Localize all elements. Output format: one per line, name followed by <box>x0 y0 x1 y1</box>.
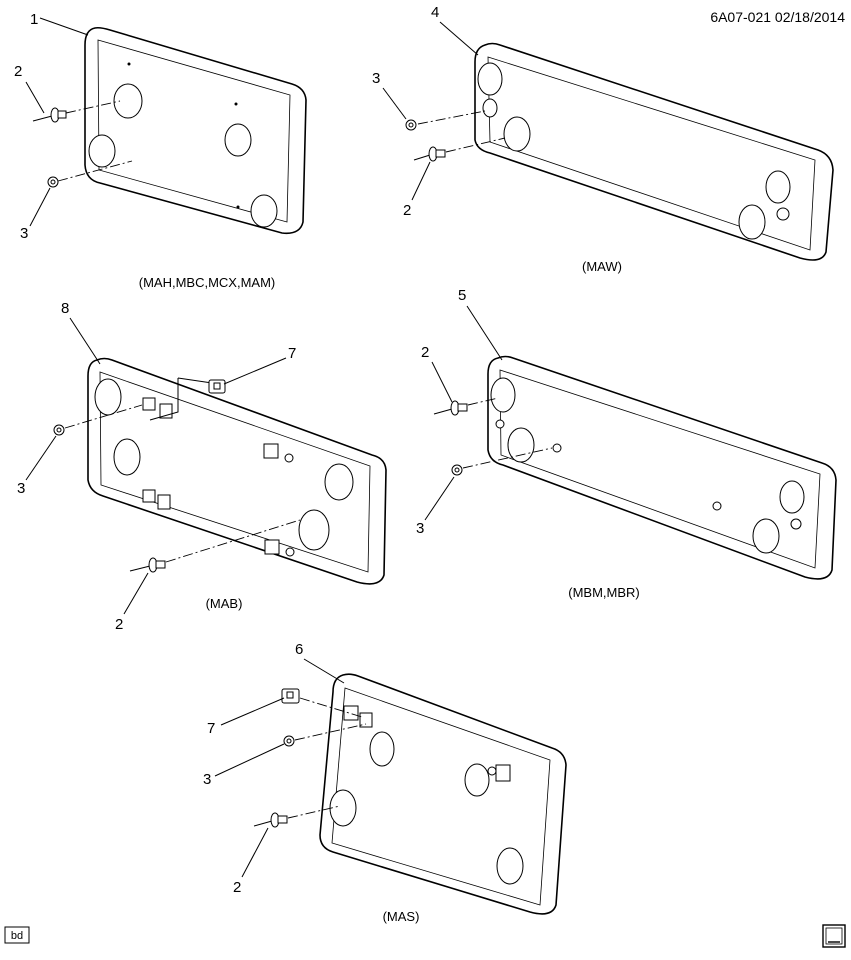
callout-7: 7 <box>288 345 296 362</box>
callout-7: 7 <box>207 720 215 737</box>
callout-3: 3 <box>20 225 28 242</box>
callout-3: 3 <box>17 480 25 497</box>
view-mas: 6 7 3 2 (MAS) <box>203 641 567 924</box>
view-mab: 8 7 3 2 (MAB) <box>17 300 387 633</box>
clip-fastener <box>208 379 226 394</box>
caption-view-8: (MAB) <box>206 596 243 611</box>
view-mah-mbc-mcx-mam: 1 2 3 (MAH,MBC,MCX,MAM) <box>14 11 307 290</box>
push-pin-fastener <box>413 146 446 162</box>
badge-label: bd <box>11 930 23 942</box>
callout-3: 3 <box>203 771 211 788</box>
nut-fastener <box>451 464 463 476</box>
callout-6: 6 <box>295 641 303 658</box>
push-pin-fastener <box>129 557 166 573</box>
callout-2: 2 <box>233 879 241 896</box>
callout-2: 2 <box>14 63 22 80</box>
bd-badge: bd <box>4 926 30 944</box>
nut-fastener <box>47 176 59 188</box>
nut-fastener <box>53 424 65 436</box>
nut-fastener <box>405 119 417 131</box>
callout-1: 1 <box>30 11 38 28</box>
caption-view-6: (MAS) <box>383 909 420 924</box>
caption-view-5: (MBM,MBR) <box>568 585 640 600</box>
bracket-plate-4 <box>474 42 834 261</box>
push-pin-fastener <box>253 812 288 828</box>
view-mbm-mbr: 5 2 3 (MBM,MBR) <box>416 287 837 600</box>
callout-2: 2 <box>403 202 411 219</box>
callout-4: 4 <box>431 4 439 21</box>
callout-8: 8 <box>61 300 69 317</box>
bracket-plate-5 <box>487 355 837 580</box>
bracket-plate-1 <box>84 26 307 235</box>
caption-view-1: (MAH,MBC,MCX,MAM) <box>139 275 276 290</box>
nut-fastener <box>283 735 295 747</box>
callout-3: 3 <box>372 70 380 87</box>
push-pin-fastener <box>32 107 67 123</box>
caption-view-4: (MAW) <box>582 259 622 274</box>
push-pin-fastener <box>433 400 468 416</box>
callout-5: 5 <box>458 287 466 304</box>
callout-3: 3 <box>416 520 424 537</box>
document-id: 6A07-021 02/18/2014 <box>710 9 845 25</box>
callout-2: 2 <box>421 344 429 361</box>
view-maw: 4 3 2 (MAW) <box>372 4 834 274</box>
callout-2: 2 <box>115 616 123 633</box>
clip-fastener <box>281 688 300 704</box>
gm-logo <box>822 924 846 948</box>
